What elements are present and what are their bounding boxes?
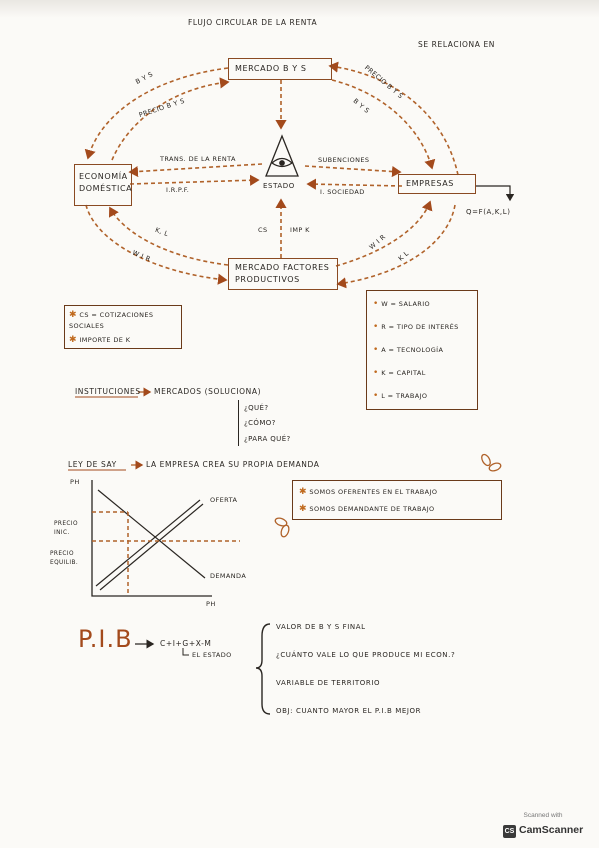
oferentes-item: ✱ SOMOS OFERENTES EN EL TRABAJO [299,487,437,497]
oferentes-item: ✱ SOMOS DEMANDANTE DE TRABAJO [299,504,435,514]
economia-domestica-label: ECONOMÍA DOMÉSTICA [79,172,133,193]
bullet-icon: • [373,345,379,355]
empresas-label: EMPRESAS [406,179,454,188]
question-item: ¿PARA QUÉ? [244,435,291,443]
page-title: FLUJO CIRCULAR DE LA RENTA [188,18,318,27]
legend-left-text: CS = COTIZACIONES SOCIALES [69,311,154,330]
mercado-bys-label: MERCADO B Y S [235,64,307,73]
camscanner-name: CamScanner [519,824,584,836]
chart-y-axis-label: PH [70,478,80,486]
star-icon: ✱ [69,335,77,345]
legend-left-text: IMPORTE DE K [79,336,131,344]
legend-right-text: R = TIPO DE INTERÉS [381,323,459,331]
say-desc: LA EMPRESA CREA SU PROPIA DEMANDA [146,460,320,469]
legend-right-text: A = TECNOLOGÍA [381,346,444,354]
production-formula: Q=f(A,K,L) [466,208,511,216]
instituciones-bracket [238,400,239,446]
legend-right-item: • A = TECNOLOGÍA [373,345,443,355]
legend-left-item: ✱ IMPORTE DE K [69,335,130,345]
legend-right-item: • W = SALARIO [373,299,430,309]
pib-point: ¿CUÁNTO VALE LO QUE PRODUCE MI ECON.? [276,651,456,659]
estado-label: ESTADO [263,182,295,190]
say-title: LEY DE SAY [68,460,117,469]
bullet-icon: • [373,368,379,378]
flow-label-irpf: I.R.P.F. [166,186,190,194]
legend-right-item: • K = CAPITAL [373,368,426,378]
mercado-factores-label: MERCADO FACTORES PRODUCTIVOS [235,263,330,284]
legend-right-item: • L = TRABAJO [373,391,427,401]
pib-title: P.I.B [78,625,133,653]
question-item: ¿CÓMO? [244,419,276,427]
instituciones-title: INSTITUCIONES [75,387,141,396]
camscanner-logo-icon: CS [503,825,516,838]
legend-right-text: K = CAPITAL [381,369,426,377]
pib-formula: C+I+G+X-M [160,639,212,648]
flow-label-imp-k: IMP K [290,226,310,234]
legend-right-box: • W = SALARIO • R = TIPO DE INTERÉS • A … [366,290,478,410]
legend-right-item: • R = TIPO DE INTERÉS [373,322,459,332]
relation-note: SE RELACIONA EN [418,40,496,49]
star-icon: ✱ [299,487,307,497]
oferentes-text: SOMOS OFERENTES EN EL TRABAJO [309,488,438,496]
mercado-bys-box: MERCADO B Y S [228,58,332,80]
star-icon: ✱ [299,504,307,514]
flow-label-cs: CS [258,226,268,234]
question-item: ¿QUÉ? [244,404,269,412]
mercado-factores-box: MERCADO FACTORES PRODUCTIVOS [228,258,338,290]
legend-left-item: ✱ CS = COTIZACIONES SOCIALES [69,310,179,332]
legend-right-text: W = SALARIO [381,300,431,308]
pib-point: VALOR DE B Y S FINAL [276,623,366,631]
instituciones-desc: MERCADOS (SOLUCIONA) [154,387,262,396]
flow-label-subvenciones: SUBENCIONES [318,156,370,164]
legend-left-box: ✱ CS = COTIZACIONES SOCIALES ✱ IMPORTE D… [64,305,182,349]
oferentes-box: ✱ SOMOS OFERENTES EN EL TRABAJO ✱ SOMOS … [292,480,502,520]
star-icon: ✱ [69,310,77,320]
pib-point: OBJ: CUANTO MAYOR EL P.I.B MEJOR [276,707,422,715]
pib-estado-note: EL ESTADO [192,651,232,659]
scan-shadow [0,0,599,18]
pib-point: VARIABLE DE TERRITORIO [276,679,381,687]
demanda-label: DEMANDA [210,572,247,580]
empresas-box: EMPRESAS [398,174,476,194]
scanned-with-text: Scanned with [523,812,563,819]
oferta-label: OFERTA [210,496,238,504]
flow-label-trans-renta: TRANS. DE LA RENTA [160,155,236,163]
camscanner-badge: Scanned with CS CamScanner [499,812,587,842]
precio-equilibrio-label: PRECIO EQUILIB. [50,551,79,566]
bullet-icon: • [373,299,379,309]
chart-x-axis-label: PH [206,600,216,608]
oferentes-text: SOMOS DEMANDANTE DE TRABAJO [309,505,435,513]
flow-label-i-sociedad: I. SOCIEDAD [320,188,365,196]
precio-inicial-label: PRECIO INIC. [54,521,78,536]
bullet-icon: • [373,322,379,332]
legend-right-text: L = TRABAJO [381,392,428,400]
bullet-icon: • [373,391,379,401]
economia-domestica-box: ECONOMÍA DOMÉSTICA [74,164,132,206]
